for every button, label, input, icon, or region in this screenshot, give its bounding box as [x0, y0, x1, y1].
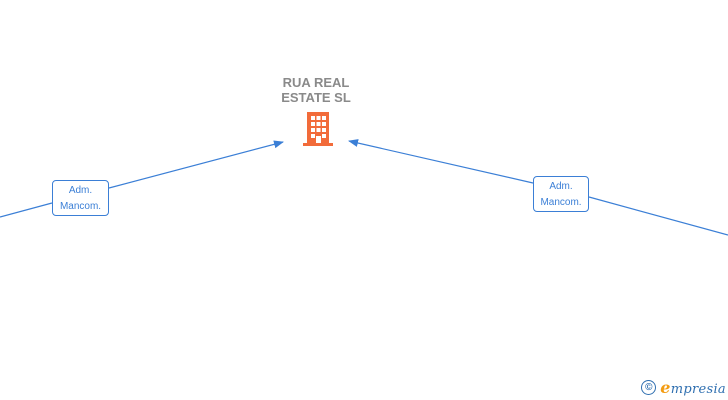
brand-logo: empresia: [660, 378, 726, 397]
edge-right: [349, 141, 728, 236]
edge-left: [0, 142, 283, 218]
role-label-right[interactable]: Adm. Mancom.: [533, 176, 589, 212]
copyright-icon: ©: [641, 380, 657, 395]
role-line1: Adm.: [68, 185, 93, 196]
brand-rest: mpresia: [670, 382, 726, 397]
role-line2: Mancom.: [59, 201, 102, 212]
role-label-left[interactable]: Adm. Mancom.: [52, 180, 109, 216]
footer-brand[interactable]: © empresia: [641, 378, 726, 397]
building-icon[interactable]: [302, 111, 334, 147]
role-line1: Adm.: [549, 181, 573, 192]
role-line2: Mancom.: [540, 197, 582, 208]
brand-initial: e: [660, 378, 671, 397]
company-name[interactable]: RUA REAL ESTATE SL: [281, 75, 351, 105]
